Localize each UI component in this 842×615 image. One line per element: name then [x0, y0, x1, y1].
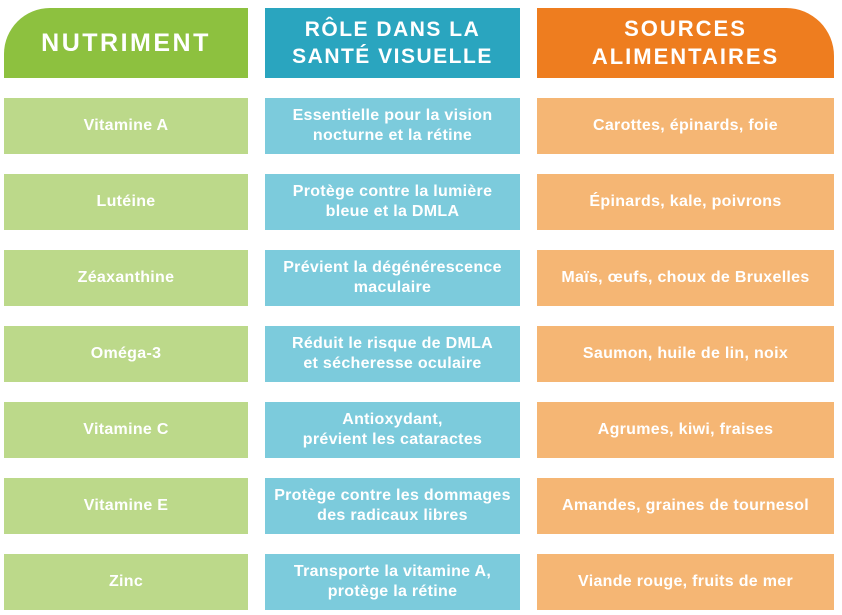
- role-cell-luteine: Protège contre la lumière bleue et la DM…: [265, 174, 520, 230]
- nutrient-cell-zinc: Zinc: [4, 554, 248, 610]
- sources-cell-vitamine-a: Carottes, épinards, foie: [537, 98, 834, 154]
- nutrient-cell-luteine: Lutéine: [4, 174, 248, 230]
- nutrient-cell-zeaxanthine: Zéaxanthine: [4, 250, 248, 306]
- nutrient-cell-vitamine-e: Vitamine E: [4, 478, 248, 534]
- nutrient-cell-vitamine-a: Vitamine A: [4, 98, 248, 154]
- header-nutriment: NUTRIMENT: [4, 8, 248, 78]
- sources-cell-zinc: Viande rouge, fruits de mer: [537, 554, 834, 610]
- role-cell-zeaxanthine: Prévient la dégénérescence maculaire: [265, 250, 520, 306]
- sources-cell-luteine: Épinards, kale, poivrons: [537, 174, 834, 230]
- sources-cell-zeaxanthine: Maïs, œufs, choux de Bruxelles: [537, 250, 834, 306]
- sources-cell-vitamine-c: Agrumes, kiwi, fraises: [537, 402, 834, 458]
- nutrient-cell-vitamine-c: Vitamine C: [4, 402, 248, 458]
- sources-cell-vitamine-e: Amandes, graines de tournesol: [537, 478, 834, 534]
- role-cell-vitamine-e: Protège contre les dommages des radicaux…: [265, 478, 520, 534]
- role-cell-omega-3: Réduit le risque de DMLA et sécheresse o…: [265, 326, 520, 382]
- nutrient-cell-omega-3: Oméga-3: [4, 326, 248, 382]
- header-role-sante-visuelle: RÔLE DANS LA SANTÉ VISUELLE: [265, 8, 520, 78]
- role-cell-zinc: Transporte la vitamine A, protège la rét…: [265, 554, 520, 610]
- sources-cell-omega-3: Saumon, huile de lin, noix: [537, 326, 834, 382]
- header-sources-alimentaires: SOURCES ALIMENTAIRES: [537, 8, 834, 78]
- role-cell-vitamine-a: Essentielle pour la vision nocturne et l…: [265, 98, 520, 154]
- role-cell-vitamine-c: Antioxydant, prévient les cataractes: [265, 402, 520, 458]
